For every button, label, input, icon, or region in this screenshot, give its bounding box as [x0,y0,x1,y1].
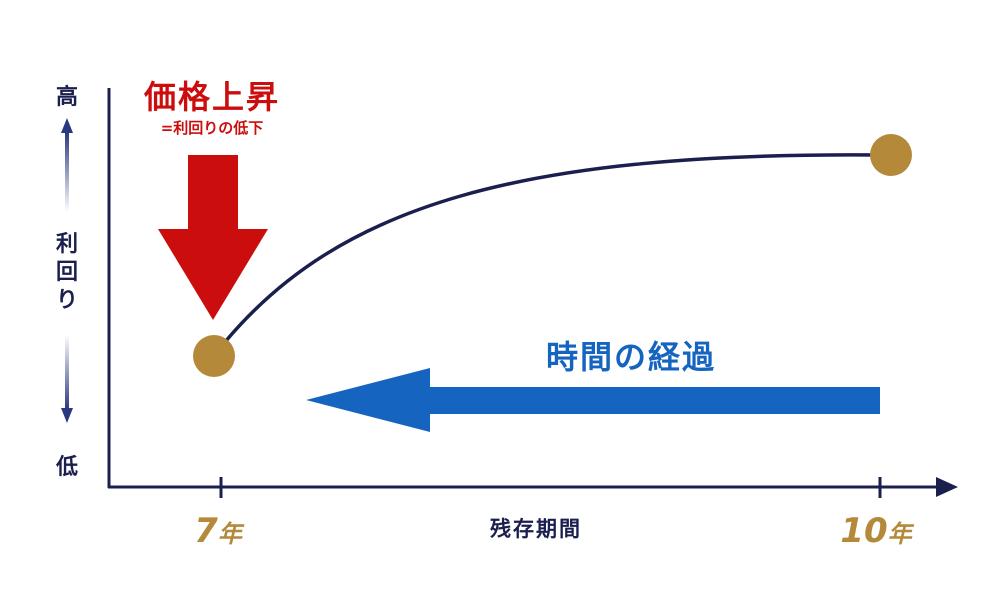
x-tick-7-label: 7年 [194,511,245,551]
y-axis-up-arrow [61,118,73,212]
y-axis-high-label: 高 [56,84,78,110]
y-axis-title-char-2: 回 [56,260,78,285]
y-axis-title-char-1: 利 [56,232,78,257]
axes [107,88,958,498]
time-arrow-label: 時間の経過 [546,338,716,376]
yield-curve [223,153,881,344]
point-7-year [193,335,235,377]
point-10-year [870,134,912,176]
x-axis-title: 残存期間 [490,517,582,541]
x-tick-10-label: 10年 [840,511,914,551]
price-rise-down-arrow [158,155,268,320]
time-passage-arrow [306,368,880,432]
y-axis-low-label: 低 [55,455,78,480]
annotation-subtitle: =利回りの低下 [161,119,264,137]
y-axis-down-arrow [61,335,73,423]
y-axis-title-char-3: り [56,288,78,313]
annotation-title: 価格上昇 [143,78,280,116]
